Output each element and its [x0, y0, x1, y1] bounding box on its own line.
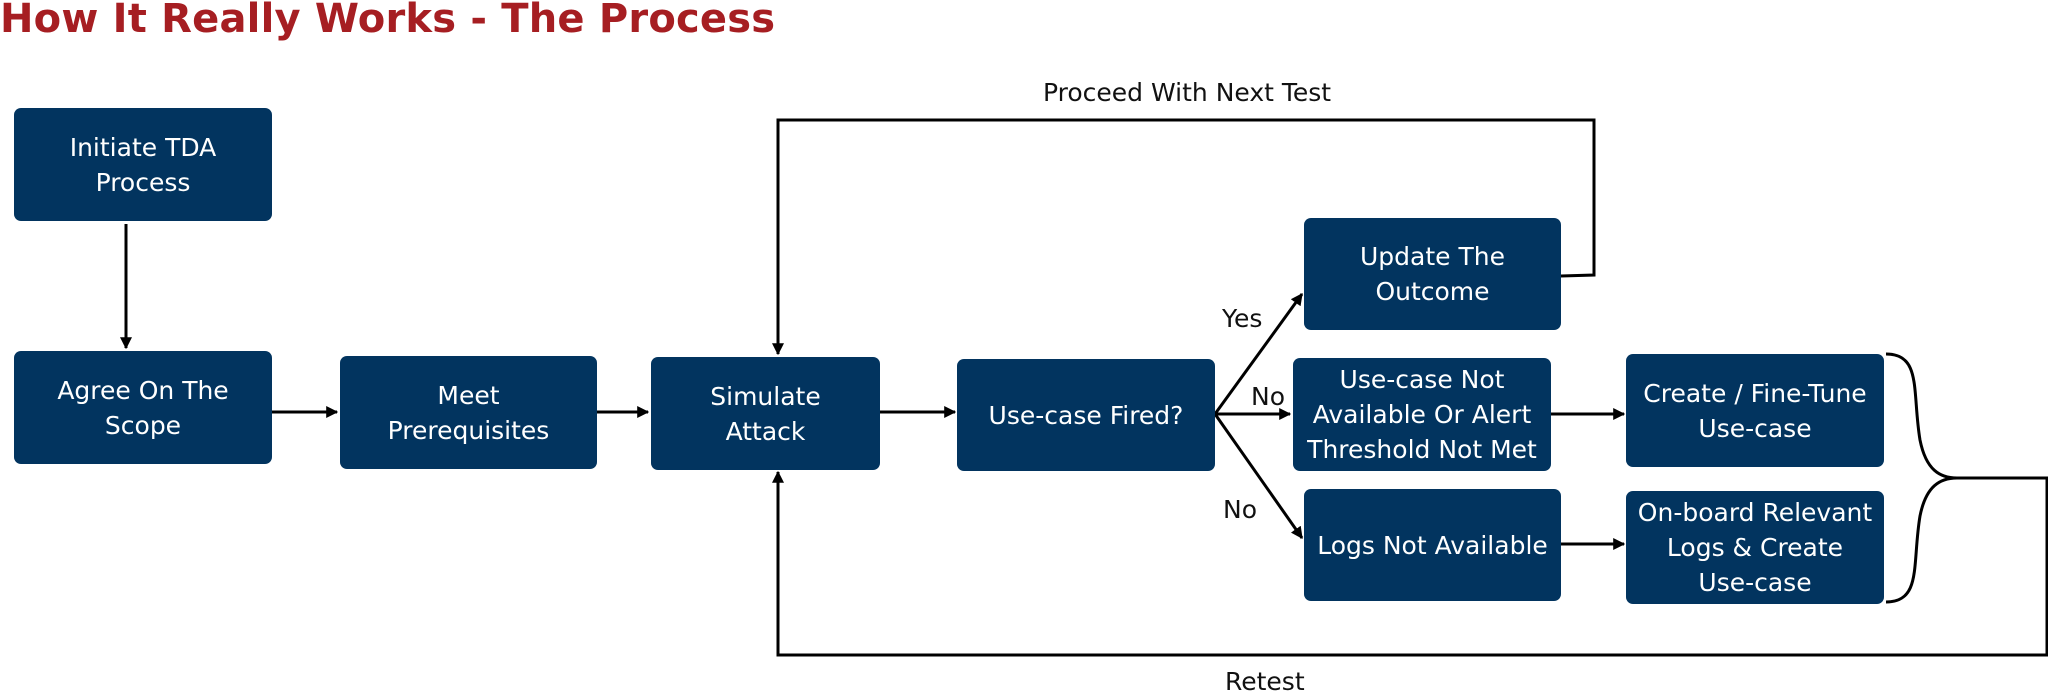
node-initiate-tda: Initiate TDA Process — [14, 108, 272, 221]
node-use-case-not-available-label: Use-case Not Available Or Alert Threshol… — [1307, 365, 1537, 464]
node-create-fine-tune-label: Create / Fine-Tune Use-case — [1643, 378, 1867, 443]
label-no-lower: No — [1223, 495, 1257, 524]
arrow-fired-to-update — [1213, 293, 1304, 415]
node-initiate-tda-label: Initiate TDA Process — [69, 132, 217, 197]
node-use-case-not-available: Use-case Not Available Or Alert Threshol… — [1293, 358, 1551, 471]
label-no-upper: No — [1251, 382, 1285, 411]
merge-brace — [1885, 352, 1958, 604]
arrow-fired-to-logs — [1213, 413, 1304, 539]
node-use-case-fired-label: Use-case Fired? — [988, 400, 1184, 430]
node-onboard-logs-label: On-board Relevant Logs & Create Use-case — [1637, 498, 1873, 597]
node-logs-not-available-label: Logs Not Available — [1317, 530, 1548, 560]
node-simulate-attack-label: Simulate Attack — [710, 381, 821, 446]
label-yes: Yes — [1222, 304, 1263, 333]
node-agree-scope-label: Agree On The Scope — [57, 375, 229, 440]
node-update-outcome-label: Update The Outcome — [1360, 242, 1505, 306]
page-title: How It Really Works - The Process — [0, 0, 776, 42]
node-update-outcome: Update The Outcome — [1304, 218, 1561, 330]
node-onboard-logs: On-board Relevant Logs & Create Use-case — [1626, 491, 1884, 604]
node-logs-not-available: Logs Not Available — [1304, 489, 1561, 601]
node-simulate-attack: Simulate Attack — [651, 357, 880, 470]
loop-proceed-next-test — [772, 118, 1596, 356]
node-create-fine-tune: Create / Fine-Tune Use-case — [1626, 354, 1884, 467]
loop-retest — [772, 470, 2048, 657]
node-meet-prerequisites: Meet Prerequisites — [340, 356, 597, 469]
label-proceed-next-test: Proceed With Next Test — [1043, 78, 1332, 107]
node-use-case-fired: Use-case Fired? — [957, 359, 1215, 471]
node-meet-prerequisites-label: Meet Prerequisites — [387, 380, 550, 445]
label-retest: Retest — [1225, 667, 1305, 696]
node-agree-scope: Agree On The Scope — [14, 351, 272, 464]
